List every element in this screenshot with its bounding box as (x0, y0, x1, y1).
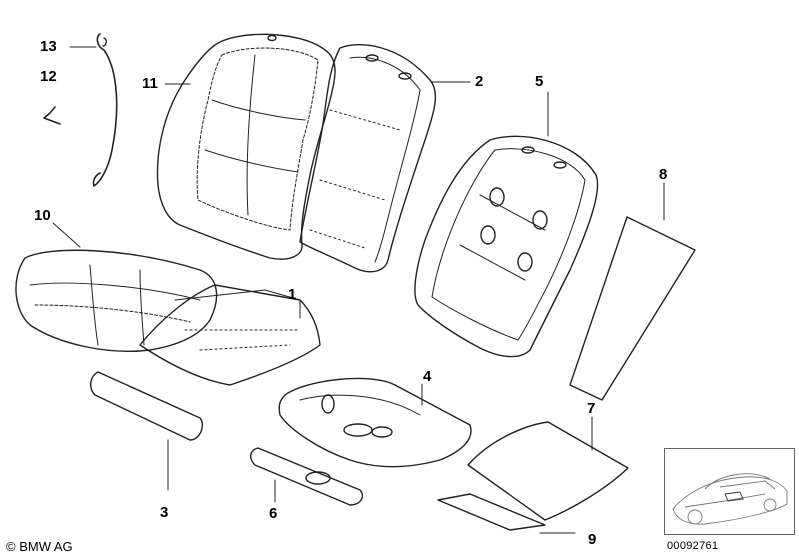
front-insert-part (250, 447, 364, 506)
callout-7: 7 (587, 400, 596, 417)
side-pad-part (90, 371, 204, 441)
callout-4: 4 (423, 368, 432, 385)
callout-9: 9 (588, 531, 597, 548)
callout-12: 12 (40, 68, 57, 85)
strip-part (437, 493, 546, 531)
car-outline-icon (672, 473, 788, 525)
copyright-text: © BMW AG (6, 539, 73, 554)
callout-8: 8 (659, 166, 668, 183)
wire-hook-part (92, 33, 118, 187)
backrest-pad-part (414, 135, 599, 358)
seat-pad-part (278, 377, 472, 468)
callout-6: 6 (269, 505, 278, 522)
callout-2: 2 (475, 73, 484, 90)
wire-hook-inner (102, 37, 107, 47)
rear-panel-part (569, 216, 696, 401)
diagram-number: 00092761 (667, 540, 719, 552)
callout-10: 10 (34, 207, 51, 224)
seat-cover-part (15, 249, 218, 352)
seat-frame-part (139, 284, 321, 386)
callout-11: 11 (142, 75, 158, 92)
callout-5: 5 (535, 73, 544, 90)
backrest-cover-part (156, 33, 336, 260)
clip-part (43, 106, 61, 125)
callout-3: 3 (160, 504, 169, 521)
callout-1: 1 (288, 286, 297, 303)
backrest-frame-part (299, 44, 437, 273)
vehicle-thumbnail (664, 448, 795, 535)
leader-lines (52, 46, 665, 534)
seat-panel-part (467, 421, 629, 521)
callout-13: 13 (40, 38, 57, 55)
